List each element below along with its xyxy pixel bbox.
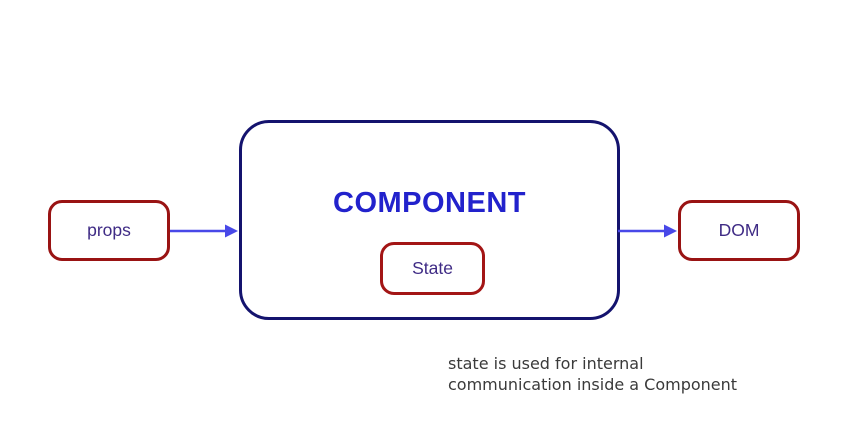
arrow-props-to-component-icon xyxy=(170,224,238,238)
state-label: State xyxy=(412,258,453,278)
props-label: props xyxy=(87,220,131,240)
state-box: State xyxy=(380,242,485,295)
props-box: props xyxy=(48,200,170,261)
dom-box: DOM xyxy=(678,200,800,261)
dom-label: DOM xyxy=(718,220,760,240)
caption: state is used for internal communication… xyxy=(448,353,737,395)
caption-line-2: communication inside a Component xyxy=(448,375,738,394)
component-title: COMPONENT xyxy=(333,187,526,219)
caption-line-1: state is used for internal xyxy=(448,354,644,373)
arrow-component-to-dom-icon xyxy=(618,224,677,238)
component-box: COMPONENT State xyxy=(239,120,620,320)
